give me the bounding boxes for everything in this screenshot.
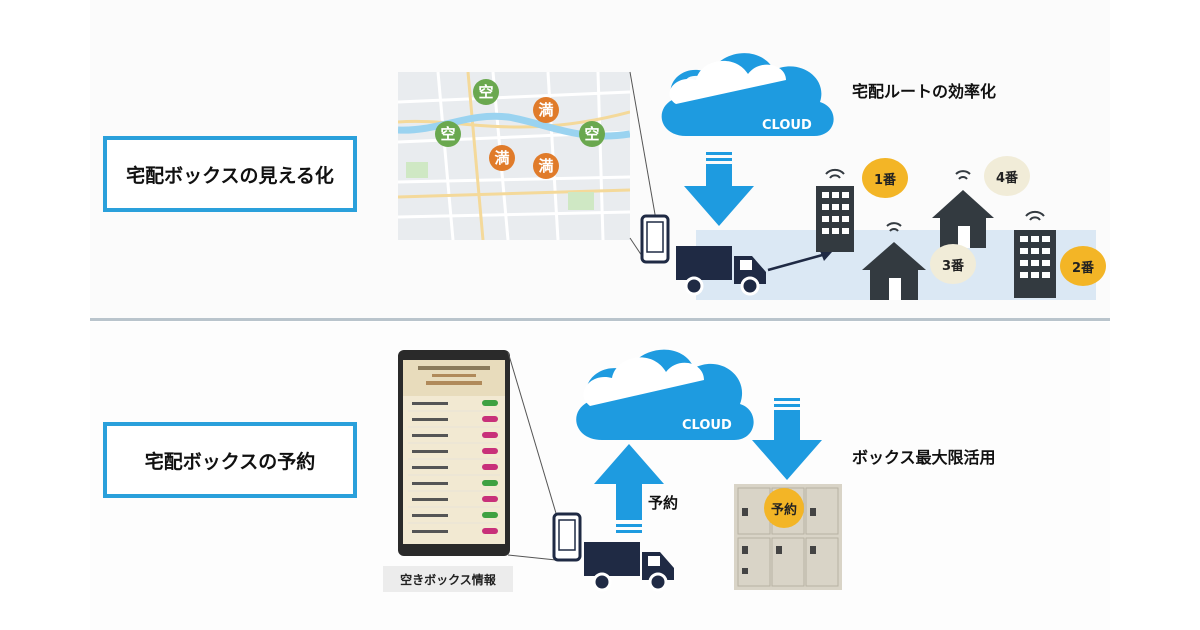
available-box-info-caption: 空きボックス情報 (383, 566, 513, 592)
house-icon (858, 220, 930, 302)
stop-3-bubble: 3番 (930, 244, 976, 284)
stop-1-bubble: 1番 (862, 158, 908, 198)
section-divider (90, 318, 1110, 321)
cloud-label: CLOUD (682, 418, 732, 433)
up-arrow-icon (594, 444, 664, 536)
cloud-icon: CLOUD (566, 340, 762, 448)
smartphone-icon (552, 512, 582, 562)
route-arrow-icon (767, 251, 832, 272)
stop-4-bubble: 4番 (984, 156, 1030, 196)
marker-text: 満 (538, 101, 554, 119)
route-efficiency-caption: 宅配ルートの効率化 (852, 82, 997, 101)
marker-text: 空 (478, 83, 494, 101)
map-marker-full-icon: 満 (532, 152, 560, 180)
stop-2-label: 2番 (1071, 261, 1095, 276)
maximize-box-caption: ボックス最大限活用 (852, 448, 996, 467)
reservation-label: 宅配ボックスの予約 (144, 450, 316, 473)
map-marker-empty-icon: 空 (472, 78, 500, 106)
reservation-arrow-label: 予約 (648, 494, 679, 512)
map-marker-full-icon: 満 (532, 96, 560, 124)
marker-text: 満 (494, 149, 510, 167)
down-arrow-icon (684, 152, 754, 228)
delivery-locker: 予約 (734, 484, 842, 590)
stop-4-label: 4番 (995, 171, 1019, 186)
delivery-truck-icon (584, 540, 676, 592)
house-icon (928, 168, 998, 250)
stop-1-label: 1番 (873, 173, 897, 188)
map-marker-empty-icon: 空 (578, 120, 606, 148)
map-marker-empty-icon: 空 (434, 120, 462, 148)
marker-text: 満 (538, 157, 554, 175)
reservation-label-box: 宅配ボックスの予約 (103, 422, 357, 498)
visualization-label: 宅配ボックスの見える化 (126, 164, 334, 187)
cloud-label: CLOUD (762, 118, 812, 133)
smartphone-icon (640, 214, 670, 264)
map-image: 空 満 空 空 満 満 (398, 72, 630, 240)
down-arrow-icon (752, 398, 822, 482)
visualization-label-box: 宅配ボックスの見える化 (103, 136, 357, 212)
locker-reserved-badge: 予約 (764, 488, 804, 528)
building-icon (812, 164, 858, 254)
phone-connector-lines (507, 351, 559, 561)
cloud-icon: CLOUD (650, 44, 842, 144)
map-marker-full-icon: 満 (488, 144, 516, 172)
building-icon (1010, 208, 1060, 300)
stop-3-label: 3番 (941, 259, 965, 274)
stop-2-bubble: 2番 (1060, 246, 1106, 286)
phone-app-screenshot (398, 350, 510, 556)
marker-text: 空 (584, 125, 600, 143)
marker-text: 空 (440, 125, 456, 143)
map-connector-lines (629, 71, 657, 257)
delivery-truck-icon (676, 244, 768, 296)
